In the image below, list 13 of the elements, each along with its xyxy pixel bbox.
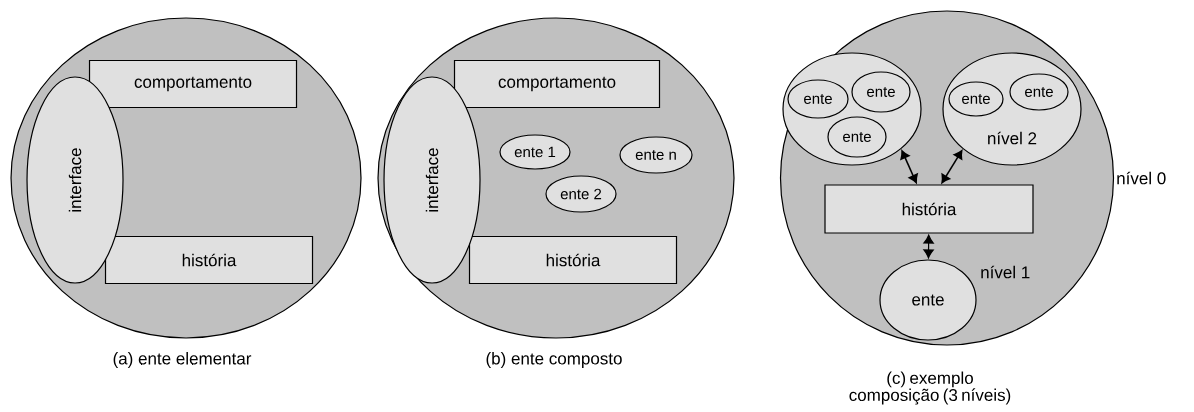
arrow [900, 150, 918, 184]
text-box: comportamento [88, 59, 298, 109]
node-label: (b) ente composto [486, 352, 622, 368]
arrow [923, 234, 934, 259]
text-box: história [468, 235, 678, 285]
node-label: nível 1 [981, 265, 1030, 279]
node-label: (a) ente elementar [113, 352, 252, 368]
text-box: história [104, 235, 314, 285]
text-box: comportamento [453, 59, 661, 109]
text-box: história [824, 184, 1034, 234]
node-label: nível 0 [1117, 171, 1166, 185]
arrow [941, 150, 963, 184]
node-label: (c) exemplo composição (3 níveis) [849, 371, 1011, 405]
